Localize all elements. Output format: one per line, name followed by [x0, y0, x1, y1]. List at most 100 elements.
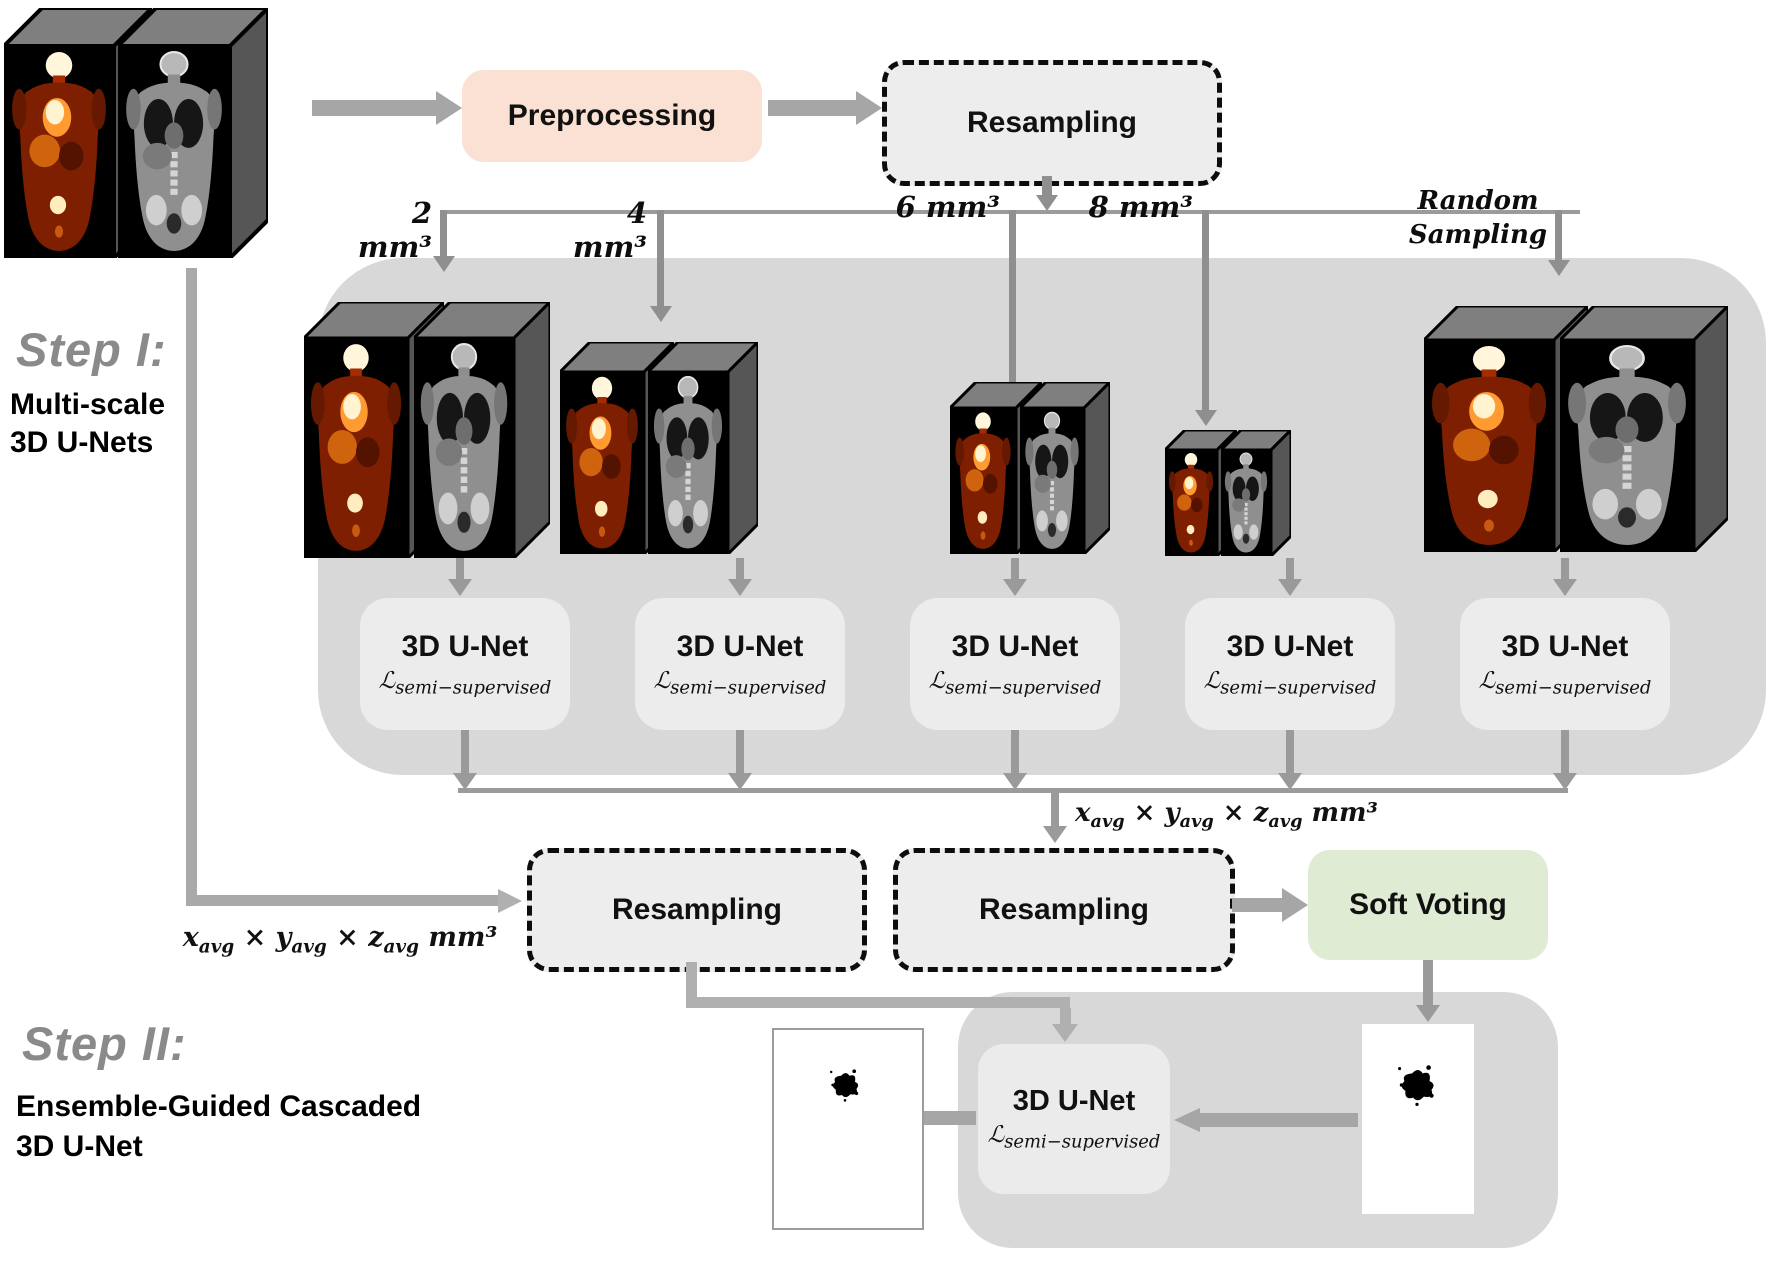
cascade-unet-box: 3D U-Net ℒsemi−supervised: [978, 1044, 1170, 1194]
step1-subtitle-line2: 3D U-Nets: [10, 426, 154, 459]
scale-label-6mm: 6 mm³: [895, 190, 1000, 224]
soft-voting-label: Soft Voting: [1349, 888, 1507, 921]
input-bypass-arrow-head: [498, 889, 522, 913]
soft-voting-box: Soft Voting: [1308, 850, 1548, 960]
arrow-unet5-out: [1561, 730, 1569, 774]
random-label-line1: Random: [1417, 186, 1539, 216]
volume-random-ct: [1560, 306, 1728, 552]
arrow-unet5-out-head: [1553, 773, 1577, 790]
preprocessing-box: Preprocessing: [462, 70, 762, 162]
step1-title: Step I:: [16, 323, 167, 376]
resampling-left-out-horizontal: [686, 997, 1070, 1008]
volume-4mm-ct: [648, 342, 758, 554]
unet-3-label: 3D U-Net: [951, 629, 1079, 663]
ensemble-mask: [1362, 1024, 1474, 1214]
arrow-unet2-out-head: [728, 773, 752, 790]
avg-spacing-label-left: xavg × yavg × zavg mm³: [182, 922, 498, 958]
random-label-line2: Sampling: [1408, 220, 1548, 250]
unet-box-1: 3D U-Net ℒsemi−supervised: [360, 598, 570, 730]
resampling-top-label: Resampling: [966, 106, 1138, 139]
arrow-unet1-out: [461, 730, 469, 774]
arrow-unet2-out: [736, 730, 744, 774]
resampling-middle-label: Resampling: [978, 893, 1150, 926]
resampling-branch-stub: [1042, 176, 1052, 196]
resampling-box-left: Resampling: [527, 848, 867, 972]
scale-drop-8mm: [1202, 210, 1209, 410]
arrow-4mm-to-unet: [736, 558, 744, 580]
scale-label-4mm: 4 mm³: [572, 196, 647, 264]
unet-3-loss: ℒsemi−supervised: [928, 667, 1102, 699]
scale-drop-2mm-head: [433, 256, 455, 272]
arrow-resampling-to-softvoting-head: [1282, 888, 1308, 922]
ensemble-mask-blob: [1398, 1065, 1434, 1106]
arrow-resampling-to-softvoting: [1232, 898, 1282, 912]
unet-box-4: 3D U-Net ℒsemi−supervised: [1185, 598, 1395, 730]
arrow-unet3-out-head: [1003, 773, 1027, 790]
unet-5-loss: ℒsemi−supervised: [1478, 667, 1652, 699]
unet-1-label: 3D U-Net: [401, 629, 529, 663]
volume-8mm-ct: [1221, 430, 1291, 556]
step2-title: Step II:: [22, 1017, 187, 1070]
input-bypass-line-horizontal: [186, 895, 498, 906]
scale-drop-4mm-head: [650, 306, 672, 322]
collector-line: [458, 788, 1568, 793]
resampling-box-middle: Resampling: [893, 848, 1235, 972]
scale-drop-4mm: [657, 210, 664, 306]
resampling-left-out-downstub: [1060, 1008, 1071, 1024]
preprocessing-label: Preprocessing: [507, 99, 717, 132]
scale-label-8mm: 8 mm³: [1088, 190, 1193, 224]
resampling-left-label: Resampling: [611, 893, 783, 926]
cascade-unet-loss: ℒsemi−supervised: [987, 1122, 1161, 1153]
unet-2-label: 3D U-Net: [676, 629, 804, 663]
arrow-softvoting-down-head: [1416, 1005, 1440, 1022]
arrow-4mm-to-unet-head: [728, 579, 752, 596]
unet-box-5: 3D U-Net ℒsemi−supervised: [1460, 598, 1670, 730]
step2-subtitle-line2: 3D U-Net: [16, 1130, 143, 1163]
unet-2-loss: ℒsemi−supervised: [653, 667, 827, 699]
resampling-branch-stub-head: [1036, 195, 1058, 211]
arrow-unet4-out: [1286, 730, 1294, 774]
arrow-2mm-to-unet-head: [448, 579, 472, 596]
scale-label-random-sampling: Random Sampling: [1408, 184, 1548, 252]
scale-drop-8mm-head: [1195, 410, 1217, 426]
step2-subtitle-line1: Ensemble-Guided Cascaded: [16, 1090, 422, 1123]
arrow-preprocessing-to-resampling: [768, 100, 856, 116]
arrow-8mm-to-unet-head: [1278, 579, 1302, 596]
input-bypass-line-vertical: [186, 268, 197, 906]
arrow-unet4-out-head: [1278, 773, 1302, 790]
arrow-unet1-out-head: [453, 773, 477, 790]
arrow-mask-to-cascade-unet: [1200, 1113, 1358, 1127]
collector-drop-head: [1043, 826, 1067, 843]
volume-6mm-ct: [1020, 382, 1110, 554]
resampling-left-out-head: [1052, 1024, 1078, 1042]
avg-spacing-label-middle: xavg × yavg × zavg mm³: [1075, 798, 1378, 833]
arrow-mask-to-cascade-unet-head: [1174, 1108, 1200, 1132]
step1-subtitle-line1: Multi-scale: [10, 388, 166, 421]
collector-drop: [1051, 793, 1059, 827]
unet-box-3: 3D U-Net ℒsemi−supervised: [910, 598, 1120, 730]
output-mask-blob: [829, 1069, 859, 1102]
arrow-2mm-to-unet: [456, 558, 464, 580]
arrow-6mm-to-unet: [1011, 558, 1019, 580]
resampling-box-top: Resampling: [882, 60, 1222, 186]
arrow-random-to-unet: [1561, 558, 1569, 580]
scale-drop-2mm: [440, 210, 447, 256]
resampling-left-out-vertical: [686, 962, 697, 1008]
unet-4-label: 3D U-Net: [1226, 629, 1354, 663]
scale-drop-random: [1555, 210, 1562, 260]
arrow-8mm-to-unet: [1286, 558, 1294, 580]
unet-4-loss: ℒsemi−supervised: [1203, 667, 1377, 699]
arrow-input-to-preprocessing-head: [436, 91, 462, 125]
arrow-6mm-to-unet-head: [1003, 579, 1027, 596]
input-ct-volume: [118, 8, 268, 258]
arrow-preprocessing-to-resampling-head: [856, 91, 882, 125]
scale-label-2mm: 2 mm³: [357, 196, 432, 264]
arrow-cascade-unet-to-output: [910, 1111, 976, 1125]
scale-drop-random-head: [1548, 260, 1570, 276]
volume-2mm-ct: [414, 302, 550, 558]
output-mask: [772, 1028, 924, 1230]
unet-5-label: 3D U-Net: [1501, 629, 1629, 663]
arrow-random-to-unet-head: [1553, 579, 1577, 596]
arrow-input-to-preprocessing: [312, 100, 436, 116]
